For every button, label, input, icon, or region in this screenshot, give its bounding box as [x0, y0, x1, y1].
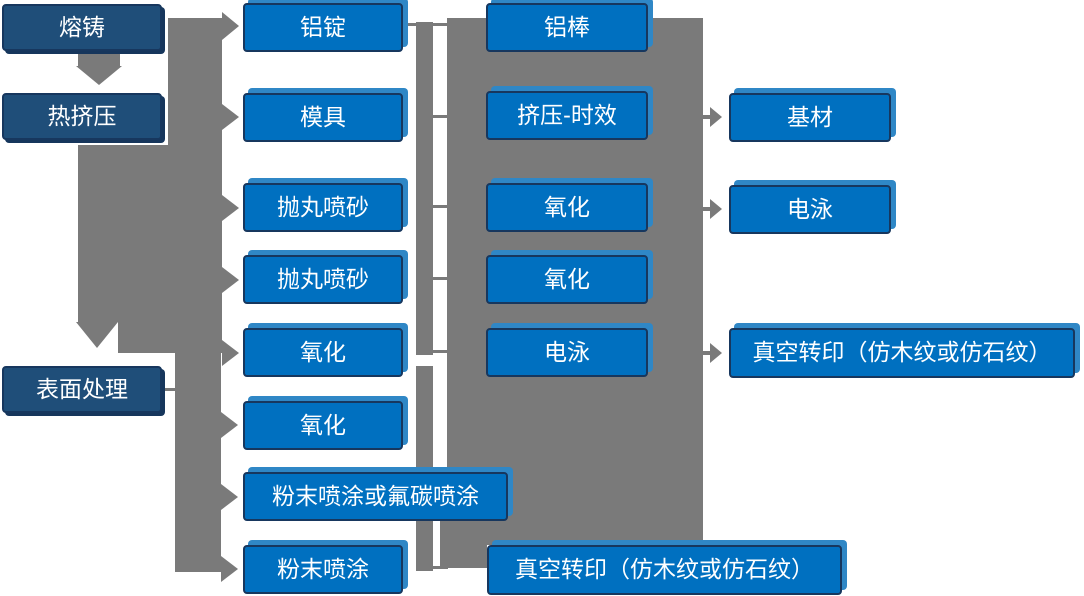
- node-surface-treatment: 表面处理: [2, 366, 162, 413]
- node-powder-coating: 粉末喷涂: [243, 545, 403, 594]
- arrow-right-to-shot-blasting-1-icon: [222, 195, 239, 221]
- connector-band-wide-foot: [118, 322, 222, 353]
- connector-band-wide: [78, 145, 222, 322]
- node-label: 热挤压: [47, 102, 117, 129]
- tick-row-oxidation-3: [432, 205, 448, 208]
- arrow-down-to-hot-extrusion-icon: [76, 66, 122, 85]
- node-label: 氧化: [300, 411, 346, 438]
- node-oxidation-3: 氧化: [486, 183, 648, 232]
- node-label: 铝锭: [300, 13, 346, 40]
- node-mold: 模具: [243, 93, 403, 142]
- node-electrophoresis-1: 电泳: [486, 328, 648, 377]
- tick-row-extrusion-aging: [432, 115, 448, 118]
- node-label: 熔铸: [59, 13, 105, 40]
- arrow-right-to-vacuum-transfer-icon: [710, 343, 722, 363]
- node-vacuum-transfer-print-1: 真空转印（仿木纹或仿石纹）: [487, 545, 842, 595]
- arrow-right-to-shot-blasting-2-icon: [222, 267, 239, 293]
- node-label: 真空转印（仿木纹或仿石纹）: [515, 556, 814, 583]
- node-vacuum-transfer-print-2: 真空转印（仿木纹或仿石纹）: [729, 328, 1075, 378]
- node-aluminum-ingot: 铝锭: [243, 3, 403, 52]
- node-label: 氧化: [544, 265, 590, 292]
- node-electrophoresis-2: 电泳: [729, 185, 891, 234]
- tick-row-aluminum-rod: [432, 23, 448, 26]
- node-oxidation-2: 氧化: [243, 401, 403, 450]
- arrow-down-to-surface-treatment-icon: [76, 322, 118, 348]
- arrow-tail-to-vacuum-transfer: [703, 351, 711, 355]
- arrow-tail-to-electrophoresis: [703, 207, 711, 211]
- rail-lower: [416, 366, 433, 571]
- node-label: 抛丸喷砂: [277, 265, 369, 292]
- node-shot-blasting-2: 抛丸喷砂: [243, 255, 403, 304]
- node-label: 粉末喷涂: [277, 555, 369, 582]
- node-label: 真空转印（仿木纹或仿石纹）: [752, 339, 1052, 366]
- arrow-right-to-oxidation-1-icon: [222, 340, 239, 366]
- arrow-right-to-substrate-icon: [710, 107, 722, 127]
- node-label: 氧化: [544, 193, 590, 220]
- node-label: 电泳: [787, 195, 833, 222]
- node-hot-extrusion: 热挤压: [2, 93, 162, 140]
- arrow-right-to-mold-icon: [222, 104, 239, 130]
- arrow-tail-to-substrate: [703, 115, 711, 119]
- node-label: 抛丸喷砂: [277, 193, 369, 220]
- tick-row-electrophoresis: [432, 350, 448, 353]
- node-shot-blasting-1: 抛丸喷砂: [243, 183, 403, 232]
- node-label: 氧化: [300, 338, 346, 365]
- tick-aluminum-ingot: [404, 23, 417, 26]
- node-label: 表面处理: [36, 375, 128, 402]
- node-substrate: 基材: [729, 93, 891, 142]
- node-oxidation-4: 氧化: [486, 255, 648, 304]
- connector-band-lower: [175, 353, 221, 572]
- arrow-right-to-powder-coating-icon: [221, 556, 238, 582]
- node-melting-casting: 熔铸: [2, 4, 162, 51]
- arrow-right-to-aluminum-ingot-icon: [222, 12, 239, 40]
- tick-row-oxidation-4: [432, 277, 448, 280]
- node-extrusion-aging: 挤压-时效: [486, 91, 648, 140]
- node-label: 电泳: [544, 338, 590, 365]
- node-oxidation-1: 氧化: [243, 328, 403, 377]
- connector-line-surface-treatment: [160, 388, 176, 391]
- rail-upper: [416, 22, 433, 355]
- connector-stub-down: [78, 51, 120, 67]
- node-label: 挤压-时效: [517, 101, 617, 128]
- arrow-right-to-electrophoresis-icon: [710, 199, 722, 219]
- arrow-right-to-powder-fluorocarbon-icon: [221, 484, 238, 510]
- node-powder-or-fluorocarbon-coating: 粉末喷涂或氟碳喷涂: [243, 472, 508, 521]
- node-aluminum-rod: 铝棒: [486, 3, 648, 52]
- node-label: 基材: [787, 103, 833, 130]
- arrow-right-to-oxidation-2-icon: [221, 412, 238, 438]
- node-label: 铝棒: [544, 13, 590, 40]
- node-label: 粉末喷涂或氟碳喷涂: [272, 482, 479, 509]
- connector-band-upper: [168, 18, 222, 145]
- node-label: 模具: [300, 103, 346, 130]
